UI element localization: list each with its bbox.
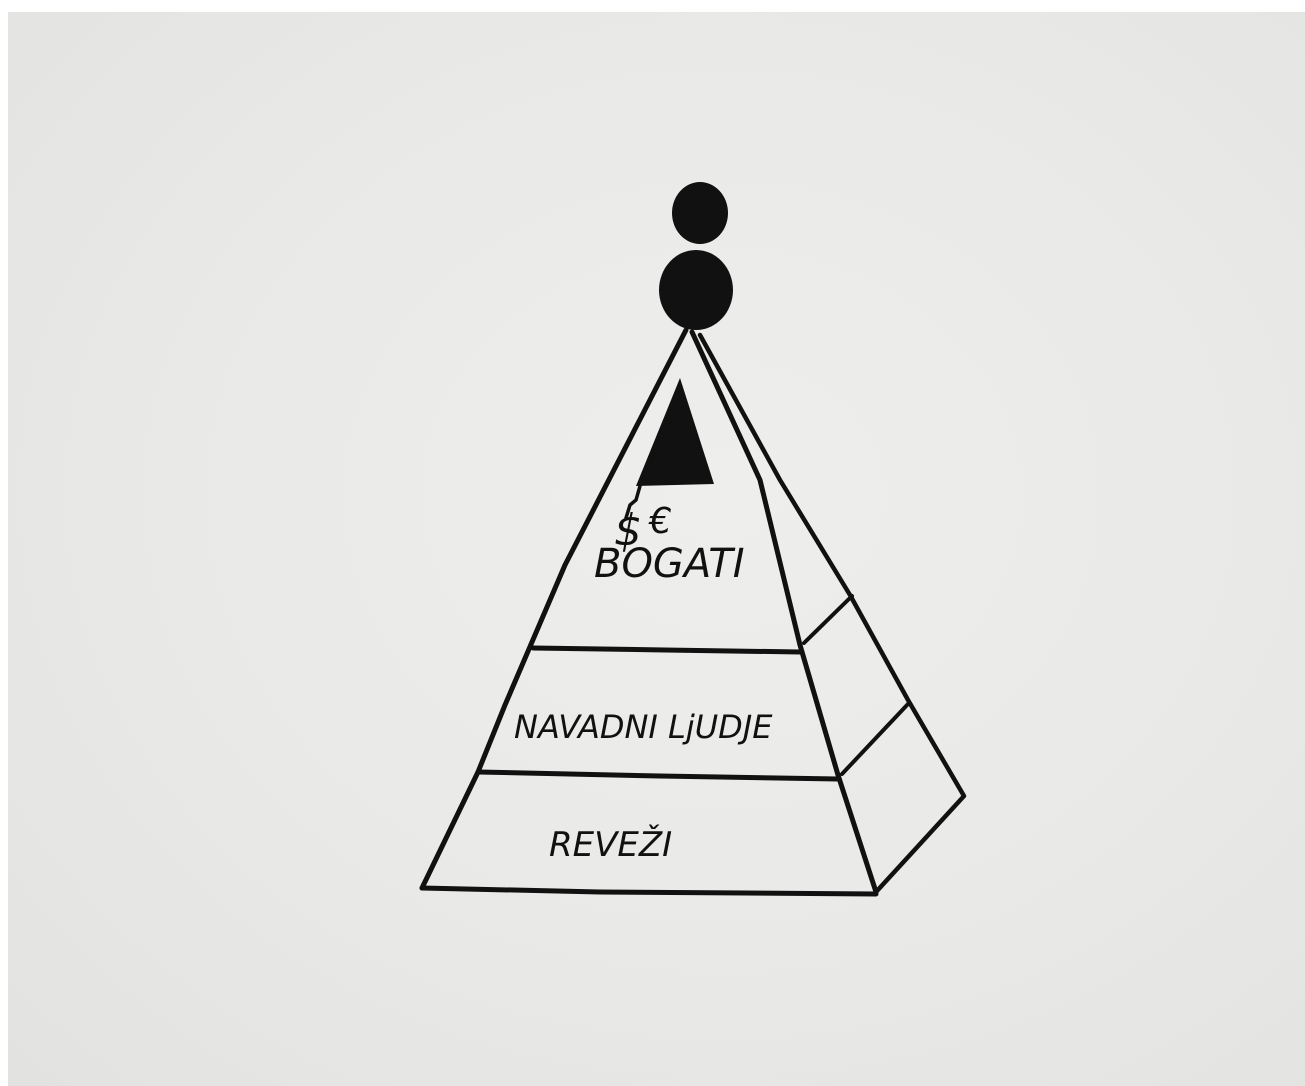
pyramid-front-left-edge xyxy=(422,330,686,888)
pyramid-divider-top xyxy=(533,648,800,652)
level-label-revezi: REVEŽI xyxy=(549,824,672,865)
euro-symbol: € xyxy=(648,501,672,542)
pyramid-base-line xyxy=(422,888,876,894)
pyramid-divider-bottom xyxy=(478,772,838,779)
figure-body xyxy=(659,250,733,330)
pyramid-side-divider-1 xyxy=(804,596,852,643)
level-label-navadni-ljudje: NAVADNI LjUDJE xyxy=(514,708,773,746)
apex-small-pyramid xyxy=(636,378,714,486)
pyramid-front-right-edge xyxy=(692,332,876,892)
figure-head xyxy=(672,182,728,244)
level-label-bogati: BOGATI xyxy=(594,541,745,587)
pyramid-side-divider-2 xyxy=(842,704,908,774)
